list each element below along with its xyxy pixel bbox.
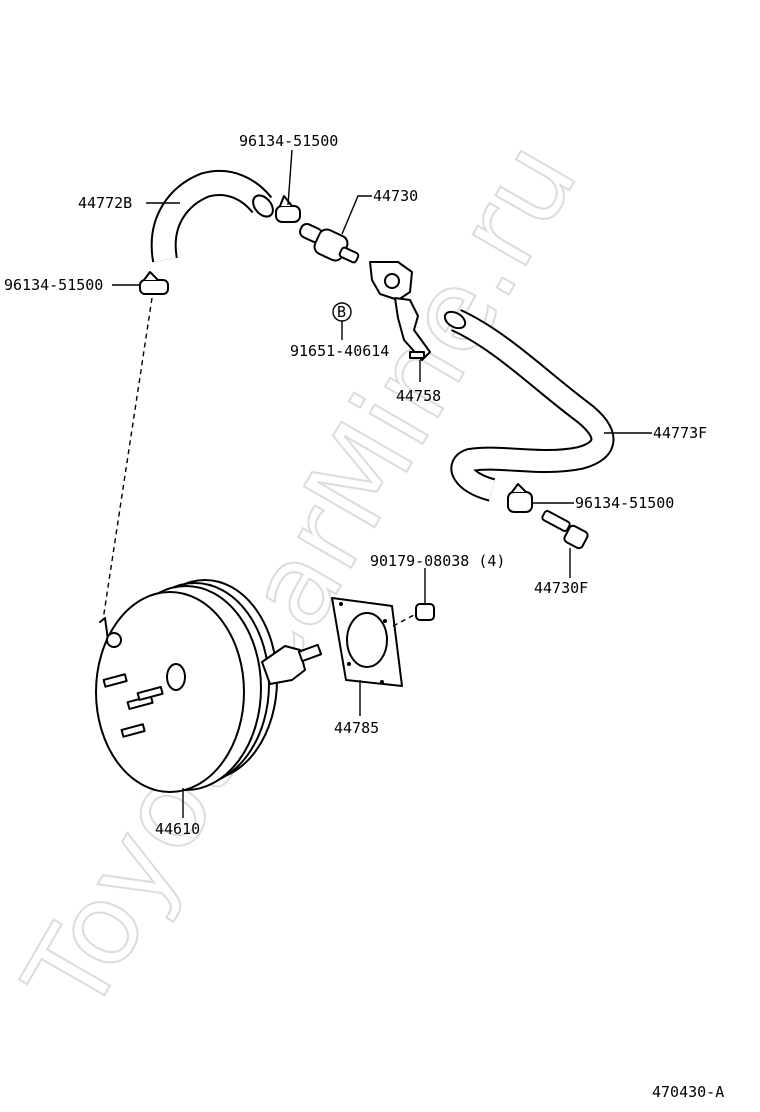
label-fitting: 44730F xyxy=(534,579,588,597)
nut-90179[interactable] xyxy=(415,603,435,621)
label-bracket: 44758 xyxy=(396,387,441,405)
label-booster: 44610 xyxy=(155,820,200,838)
diagram-code: 470430-A xyxy=(652,1083,724,1101)
brake-booster-44610[interactable] xyxy=(95,579,323,793)
label-clamp-left: 96134-51500 xyxy=(4,276,103,294)
clamp-right[interactable] xyxy=(507,483,533,513)
fitting-44730f[interactable] xyxy=(541,510,589,550)
watermark-text: ToyotaCarMine.ru xyxy=(0,121,602,1034)
hose-44773f[interactable] xyxy=(442,308,615,502)
svg-text:B: B xyxy=(337,303,346,321)
bracket-44758[interactable] xyxy=(369,261,431,361)
check-valve-44730[interactable] xyxy=(298,222,360,264)
clamp-left[interactable] xyxy=(139,271,169,295)
gasket-44785[interactable] xyxy=(331,597,403,687)
circle-mark-b: B xyxy=(332,302,352,322)
label-check-valve: 44730 xyxy=(373,187,418,205)
label-nut: 90179-08038 (4) xyxy=(370,552,505,570)
clamp-top[interactable] xyxy=(275,195,301,223)
hose-44772b[interactable] xyxy=(150,169,277,263)
label-bolt: 91651-40614 xyxy=(290,342,389,360)
label-gasket: 44785 xyxy=(334,719,379,737)
label-clamp-top: 96134-51500 xyxy=(239,132,338,150)
label-clamp-right: 96134-51500 xyxy=(575,494,674,512)
label-hose-right: 44773F xyxy=(653,424,707,442)
label-hose-upper: 44772B xyxy=(78,194,132,212)
